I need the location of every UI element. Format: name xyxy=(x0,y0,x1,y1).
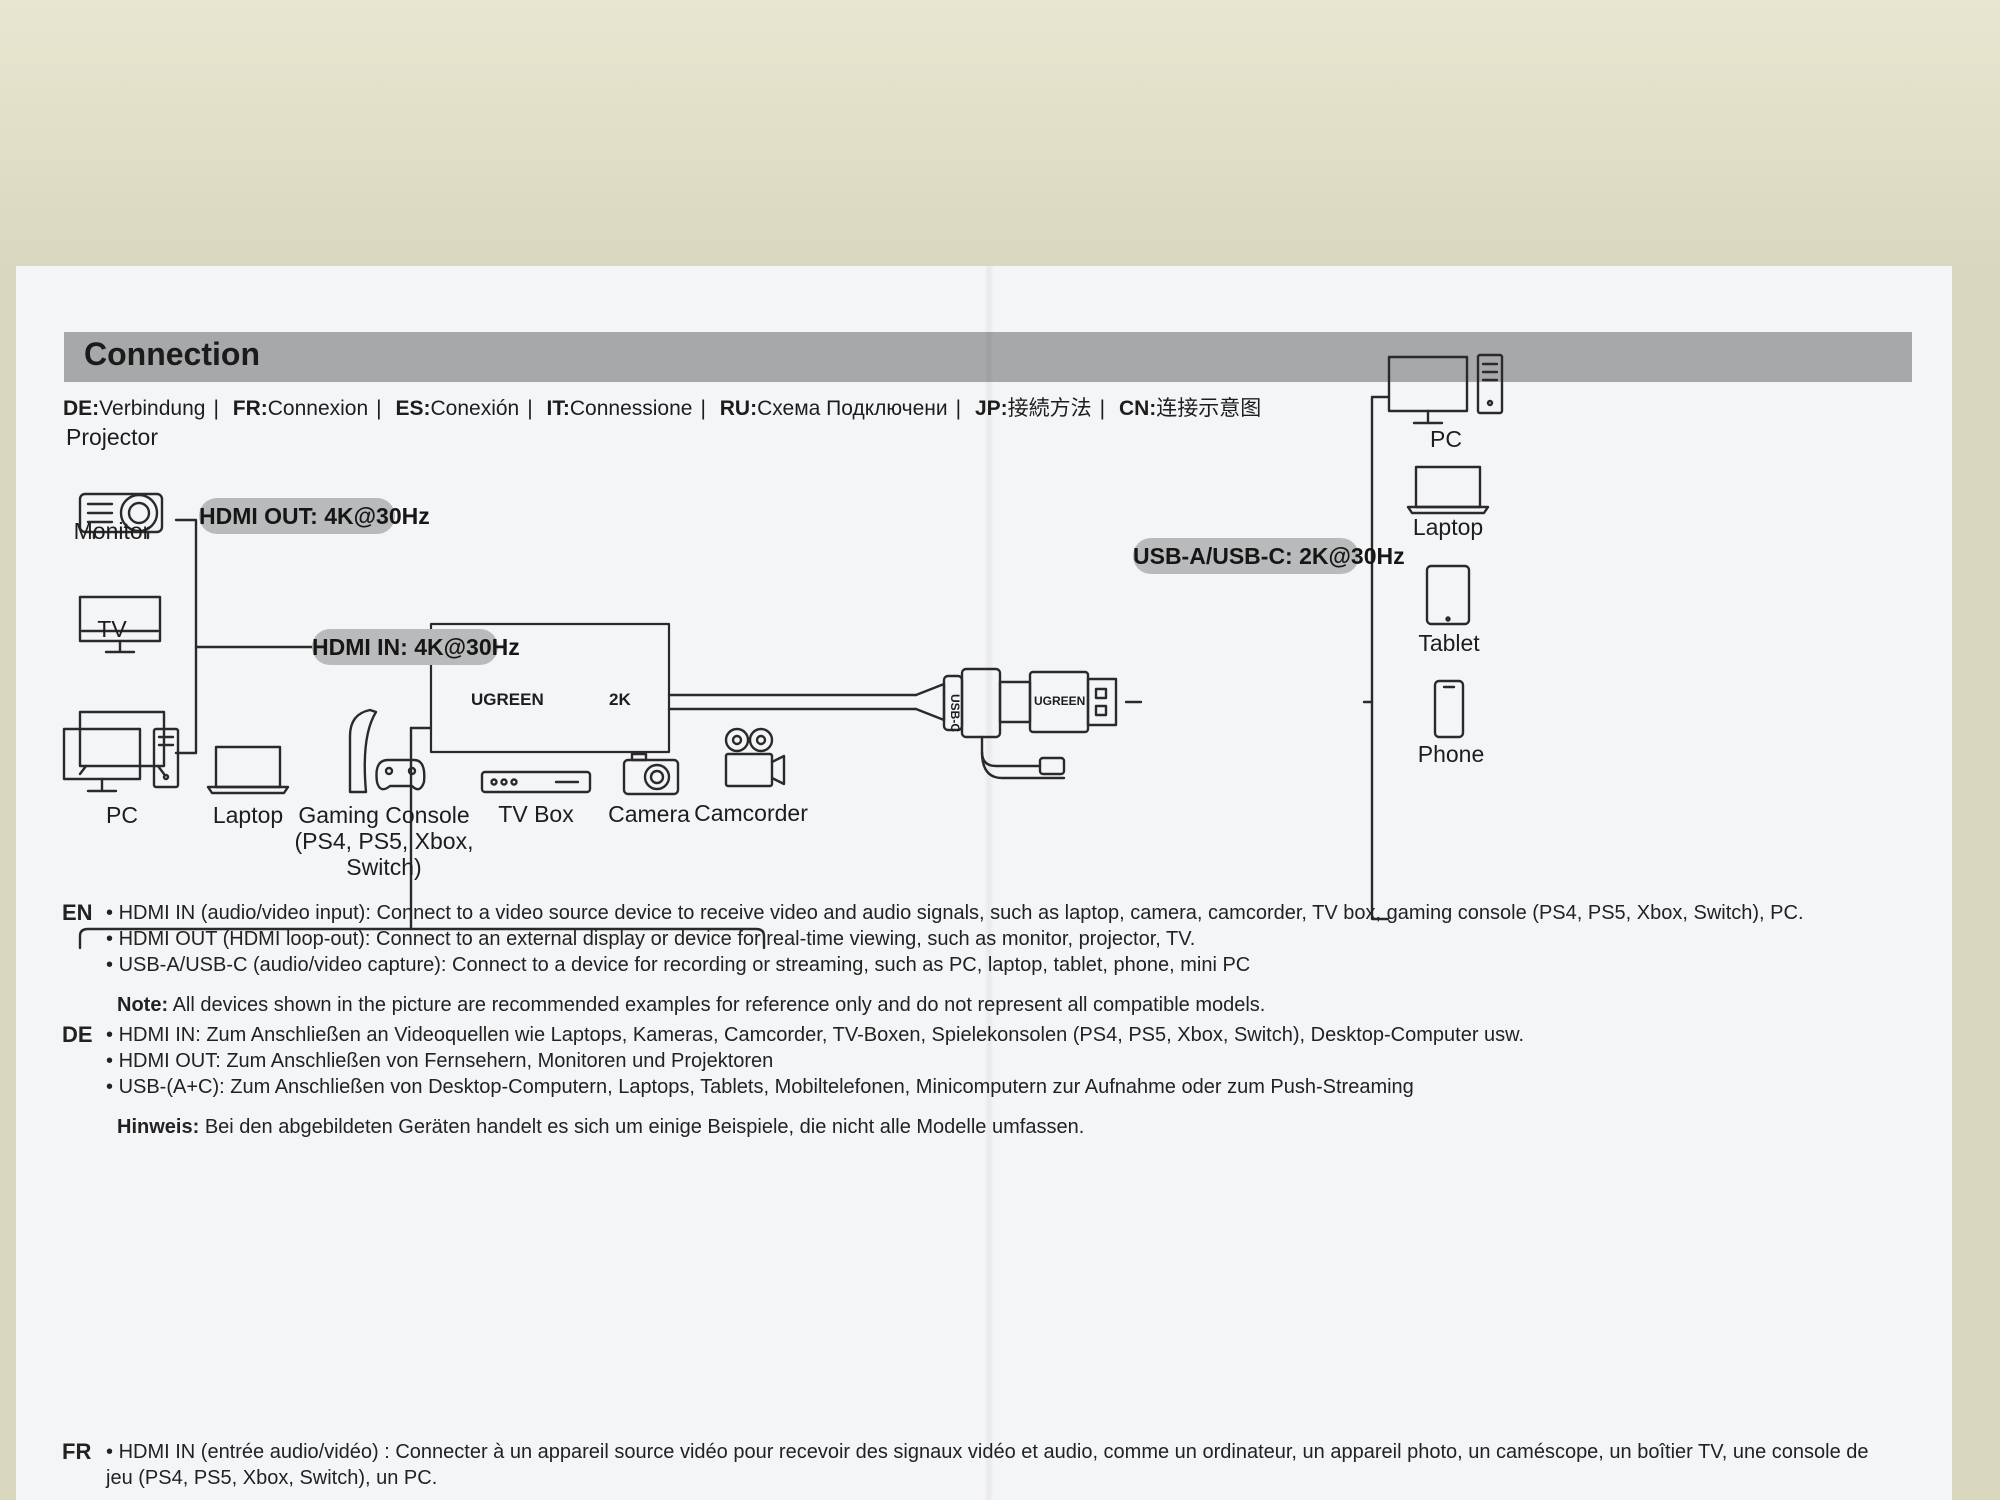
de-bullet-usb: USB-(A+C): Zum Anschließen von Desktop-C… xyxy=(119,1074,1524,1100)
device-label-tv-box: TV Box xyxy=(498,801,574,827)
page-title: Connection xyxy=(84,336,260,372)
projector-icon xyxy=(78,492,164,540)
en-bullet-hdmi-in: HDMI IN (audio/video input): Connect to … xyxy=(119,900,1804,926)
usb-adapter-icon xyxy=(914,667,1118,780)
capture-brand-label: UGREEN xyxy=(471,690,544,709)
lang-text: 连接示意图 xyxy=(1156,397,1262,420)
lang-code: FR: xyxy=(232,397,268,420)
output-bracket xyxy=(174,518,198,755)
device-label-tv: TV xyxy=(97,616,127,642)
device-label-projector: Projector xyxy=(65,424,159,450)
camera-icon xyxy=(622,752,680,796)
capture-resolution-label: 2K xyxy=(609,690,631,709)
en-bullet-hdmi-out: HDMI OUT (HDMI loop-out): Connect to an … xyxy=(119,926,1804,952)
de-instructions: DE HDMI IN: Zum Anschließen an Videoquel… xyxy=(62,1022,1524,1140)
plug-brand-label: UGREEN xyxy=(1034,694,1086,708)
lang-text: 接続方法 xyxy=(1007,397,1092,420)
device-label-tablet: Tablet xyxy=(1418,630,1480,656)
hdmi-in-label: HDMI IN: 4K@30Hz xyxy=(312,629,520,665)
fr-bullet-hdmi-in: HDMI IN (entrée audio/vidéo) : Connecter… xyxy=(119,1439,1869,1465)
language-code-de: DE xyxy=(62,1022,93,1047)
device-label-camcorder: Camcorder xyxy=(694,800,808,826)
laptop-icon xyxy=(206,745,290,795)
device-label-camera: Camera xyxy=(608,801,690,827)
device-label-pc: PC xyxy=(1430,426,1462,452)
de-bullet-hdmi-out: HDMI OUT: Zum Anschließen von Fernsehern… xyxy=(119,1048,1524,1074)
fr-bullet-continuation: jeu (PS4, PS5, Xbox, Switch), un PC. xyxy=(106,1467,438,1489)
device-label-phone: Phone xyxy=(1417,741,1485,767)
tv-icon xyxy=(78,710,166,776)
pc-icon xyxy=(1387,353,1504,425)
tablet-icon xyxy=(1425,564,1471,626)
device-label-gaming-console: Gaming Console (PS4, PS5, Xbox, Switch) xyxy=(294,802,474,880)
de-note: Hinweis: Bei den abgebildeten Geräten ha… xyxy=(117,1116,1085,1138)
lang-text: Conexión xyxy=(430,397,520,420)
pc-icon xyxy=(62,727,180,793)
en-instructions: EN HDMI IN (audio/video input): Connect … xyxy=(62,900,1804,1018)
language-code-en: EN xyxy=(62,900,93,925)
en-bullet-usb: USB-A/USB-C (audio/video capture): Conne… xyxy=(119,952,1804,978)
device-label-laptop: Laptop xyxy=(212,802,284,828)
lang-text: Verbindung xyxy=(99,397,206,420)
lang-code: RU: xyxy=(719,397,758,420)
lang-text: Connexion xyxy=(267,397,369,420)
table-surface xyxy=(0,0,2000,290)
monitor-icon xyxy=(78,595,162,654)
capture-card-icon xyxy=(429,622,671,754)
lang-code: CN: xyxy=(1118,397,1157,420)
connection-diagram xyxy=(62,353,1504,950)
device-label-laptop: Laptop xyxy=(1412,514,1484,540)
de-bullet-hdmi-in: HDMI IN: Zum Anschließen an Videoquellen… xyxy=(119,1022,1525,1048)
lang-text: Схема Подключени xyxy=(757,397,948,420)
gaming-console-icon xyxy=(348,708,426,794)
tv-box-icon xyxy=(480,770,592,794)
lang-code: ES: xyxy=(395,397,431,420)
phone-icon xyxy=(1433,679,1465,739)
en-note: Note: All devices shown in the picture a… xyxy=(117,994,1266,1016)
usb-c-label: USB-C xyxy=(948,694,962,732)
language-code-fr: FR xyxy=(62,1439,92,1464)
usb-label: USB-A/USB-C: 2K@30Hz xyxy=(1133,538,1405,574)
device-label-pc: PC xyxy=(106,802,138,828)
laptop-icon xyxy=(1406,465,1490,515)
camcorder-icon xyxy=(724,727,786,788)
lang-code: IT: xyxy=(546,397,570,420)
fr-instructions: FR HDMI IN (entrée audio/vidéo) : Connec… xyxy=(62,1439,1869,1491)
device-label-monitor: Monitor xyxy=(73,518,151,544)
capture-bracket xyxy=(1370,395,1390,921)
manual-page: Connection DE:Verbindung| FR:Connexion| … xyxy=(16,266,1952,1500)
hdmi-out-label: HDMI OUT: 4K@30Hz xyxy=(199,498,430,534)
lang-text: Connessione xyxy=(569,397,693,420)
lang-code: DE: xyxy=(63,397,100,420)
